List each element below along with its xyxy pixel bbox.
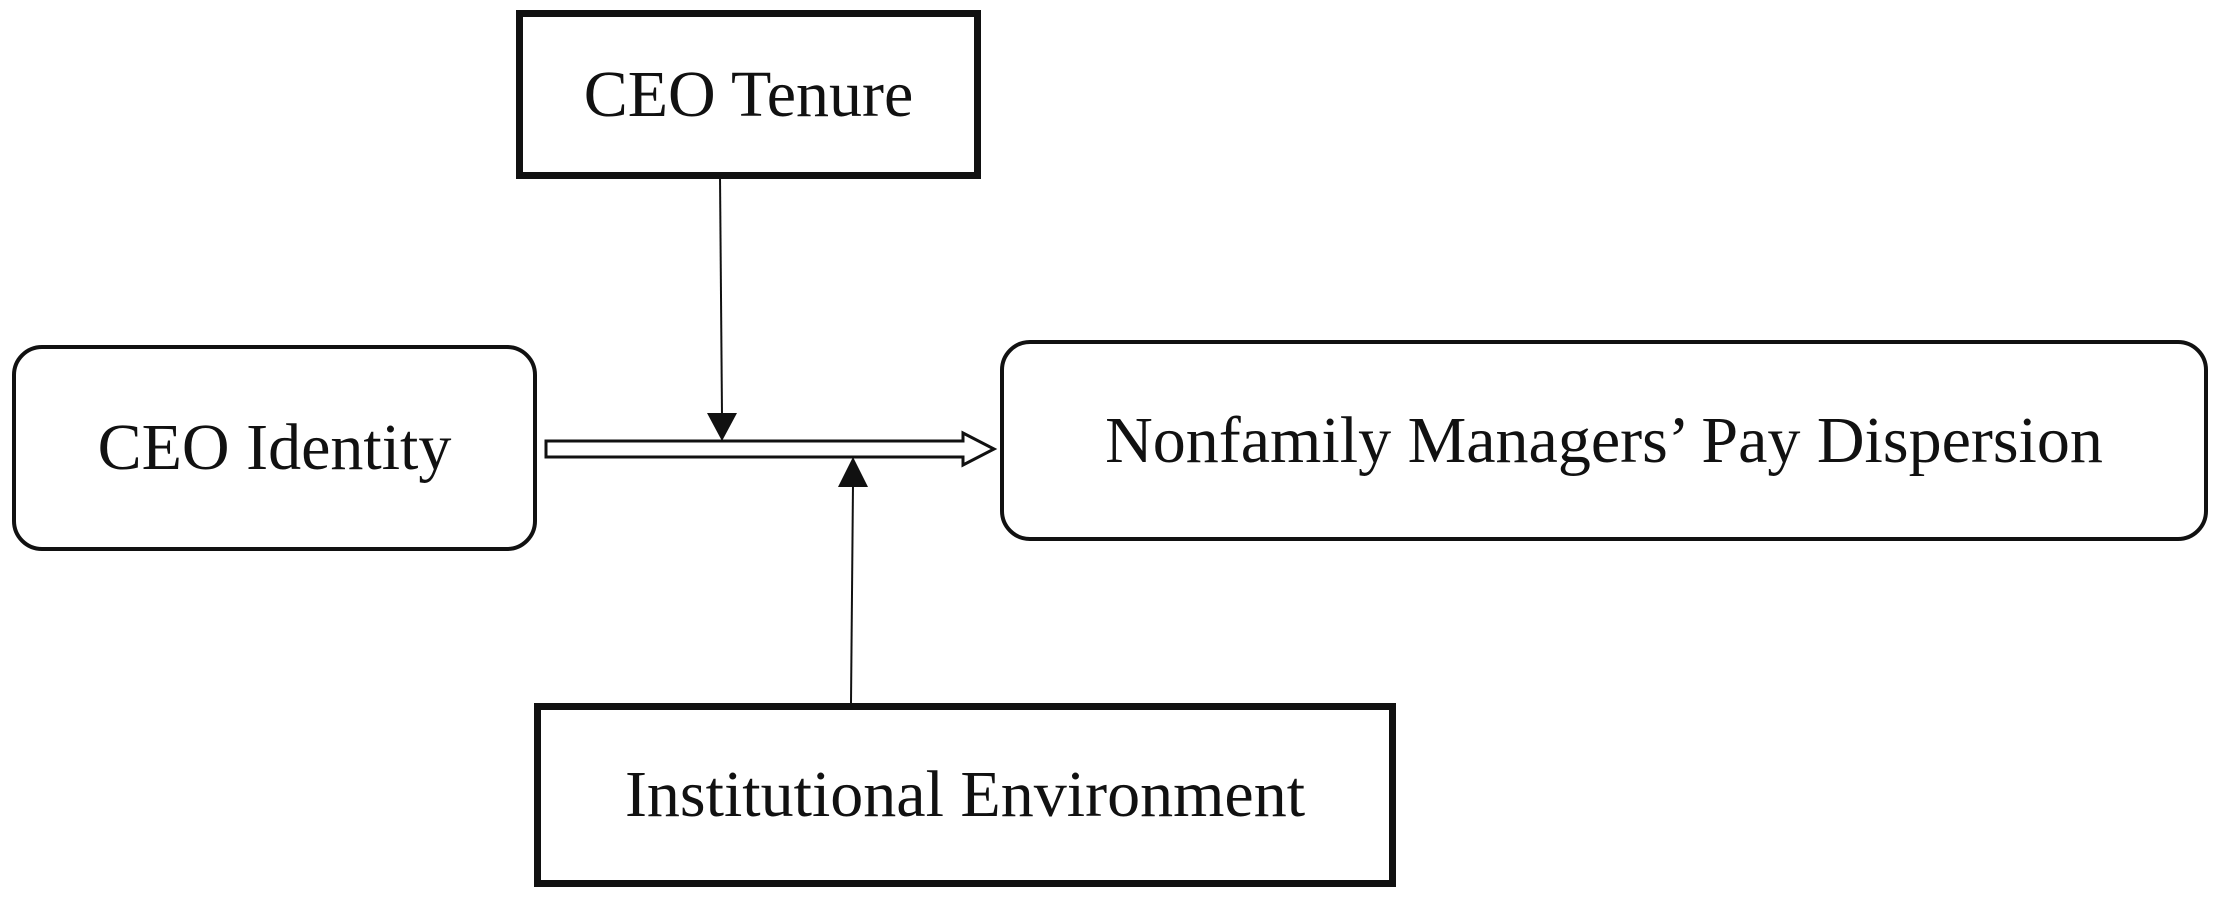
tenure-moderation-arrowhead [707, 413, 737, 441]
ceo-identity-box: CEO Identity [12, 345, 537, 551]
institutional-environment-box: Institutional Environment [534, 703, 1396, 887]
ceo-tenure-box: CEO Tenure [516, 10, 981, 179]
ceo-tenure-label: CEO Tenure [583, 57, 914, 131]
main-effect-arrow [544, 430, 998, 468]
institution-moderation-arrowhead [838, 457, 868, 487]
main-effect-arrow-shaft [544, 430, 998, 468]
pay-dispersion-box: Nonfamily Managers’ Pay Dispersion [1000, 340, 2208, 541]
institution-moderation-arrow [838, 457, 868, 704]
institution-moderation-line [850, 483, 854, 704]
ceo-identity-label: CEO Identity [97, 411, 452, 484]
pay-dispersion-label: Nonfamily Managers’ Pay Dispersion [1105, 403, 2103, 477]
tenure-moderation-line [719, 175, 723, 417]
institutional-environment-label: Institutional Environment [624, 758, 1306, 831]
tenure-moderation-arrow [707, 175, 737, 441]
